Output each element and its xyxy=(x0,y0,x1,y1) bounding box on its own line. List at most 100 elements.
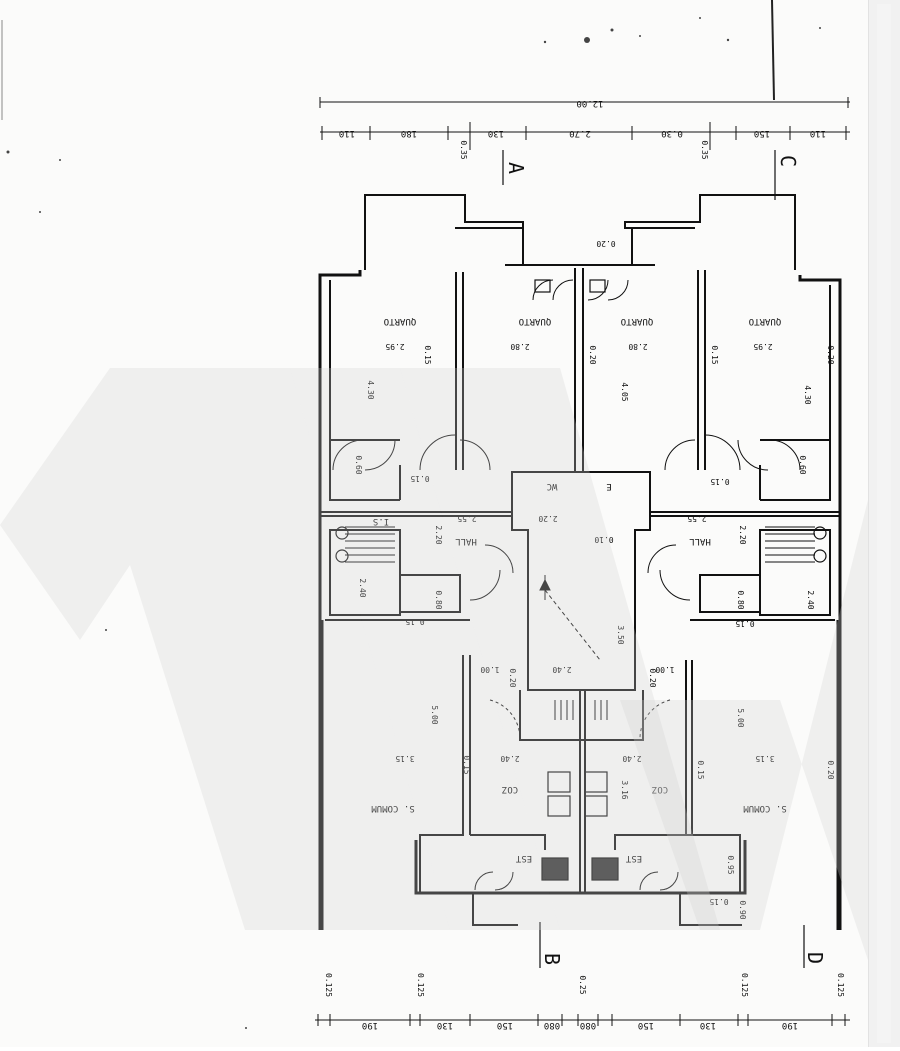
dim-q1-width: 2.95 xyxy=(385,342,404,351)
room-label-elev: E xyxy=(606,481,611,491)
dim-wall: 0.20 xyxy=(588,345,597,364)
dim-sala-right-d: 5.00 xyxy=(736,708,745,727)
dim-wall: 0.15 xyxy=(709,897,728,906)
bottom-dimension-lines xyxy=(315,1014,850,1026)
room-label-cozinha-right: COZ xyxy=(651,784,668,794)
dim-label: 0.125 xyxy=(836,973,845,997)
dim-wall: 0.20 xyxy=(648,668,657,687)
dim-hall-w-left: 2.20 xyxy=(434,525,443,544)
dim-label: 0.35 xyxy=(700,140,709,159)
dim-wall: 0.15 xyxy=(710,477,729,486)
dim-wall: 0.15 xyxy=(462,755,471,774)
section-marker-c: C xyxy=(774,150,800,200)
room-label-sala-right: S. COMUM xyxy=(743,803,787,813)
dim-q3-width: 2.80 xyxy=(628,342,647,351)
dim-door-right: 1.00 xyxy=(655,665,674,674)
top-dimension-lines xyxy=(319,97,850,150)
dim-label: 190 xyxy=(782,1020,798,1030)
dim-label: 2.70 xyxy=(569,128,591,138)
dim-est-right: 0.95 xyxy=(726,855,735,874)
dim-label: 130 xyxy=(437,1020,453,1030)
floor-plan-svg: 12.00 110 180 130 2.70 0.30 150 110 0.35… xyxy=(0,0,868,1030)
room-label-quarto-3: QUARTO xyxy=(621,316,654,326)
dim-label: 150 xyxy=(754,128,770,138)
dim-wall: 0.15 xyxy=(696,760,705,779)
dim-wall: 0.20 xyxy=(826,345,835,364)
section-marker-b: B xyxy=(539,922,564,968)
dim-door-bed-left: 0.60 xyxy=(354,455,363,474)
section-marker-label: D xyxy=(803,952,827,964)
dim-est-balcony: 0.90 xyxy=(738,900,747,919)
dim-q4-width: 2.95 xyxy=(753,342,772,351)
dim-label: 0.25 xyxy=(578,975,587,994)
dim-label: 080 xyxy=(580,1020,596,1030)
room-label-cozinha-left: COZ xyxy=(501,784,518,794)
dim-bath-right: 2.40 xyxy=(806,590,815,609)
top-dimension-labels: 110 180 130 2.70 0.30 150 110 0.35 0.35 xyxy=(339,128,826,160)
dim-hall-right: 2.55 xyxy=(687,514,706,523)
dim-wall: 0.15 xyxy=(405,617,424,626)
dim-label: 130 xyxy=(700,1020,716,1030)
dim-door-left: 1.00 xyxy=(480,665,499,674)
dim-sala-left-w: 3.15 xyxy=(395,754,414,763)
dim-sala-right-w: 3.15 xyxy=(755,754,774,763)
dim-coz-right: 2.40 xyxy=(622,754,641,763)
door-swings xyxy=(332,279,801,891)
dim-stair-len: 3.50 xyxy=(616,625,625,644)
overall-dimension-label: 12.00 xyxy=(576,98,603,108)
dim-label: 180 xyxy=(401,128,417,138)
bottom-dimension-labels: 190 130 150 080 080 150 130 190 0.125 0.… xyxy=(324,973,845,1030)
dim-wall: 0.10 xyxy=(594,535,613,544)
dim-sala-left-d: 5.00 xyxy=(430,705,439,724)
section-marker-d: D xyxy=(803,925,827,968)
room-label-wc: WC xyxy=(547,481,558,491)
room-label-quarto-2: QUARTO xyxy=(519,316,552,326)
dim-label: 190 xyxy=(362,1020,378,1030)
section-marker-label: A xyxy=(504,162,528,174)
section-marker-label: B xyxy=(540,953,564,965)
dim-wall: 0.20 xyxy=(826,760,835,779)
watermark xyxy=(0,368,868,960)
room-label-quarto-1: QUARTO xyxy=(384,316,417,326)
scrollbar-thumb[interactable] xyxy=(877,4,891,1043)
dim-q2-width: 2.80 xyxy=(510,342,529,351)
dim-door-bed-right: 0.60 xyxy=(798,455,807,474)
dim-label: 0.125 xyxy=(416,973,425,997)
dim-closet-left: 0.80 xyxy=(434,590,443,609)
dim-label: 110 xyxy=(810,128,826,138)
dim-hall-w-right: 2.20 xyxy=(738,525,747,544)
dim-bath-left: 2.40 xyxy=(358,578,367,597)
dim-q3-depth: 4.05 xyxy=(620,382,629,401)
dim-stair-w: 2.40 xyxy=(552,665,571,674)
dim-coz-left: 2.40 xyxy=(500,754,519,763)
dim-label: 150 xyxy=(497,1020,513,1030)
room-label-hall-right: HALL xyxy=(689,536,711,546)
section-marker-label: C xyxy=(776,155,800,167)
room-label-est-right: EST xyxy=(625,853,642,863)
vertical-scrollbar[interactable] xyxy=(868,0,900,1047)
dim-label: 080 xyxy=(544,1020,560,1030)
scan-edge-line xyxy=(771,0,775,101)
dim-wall: 0.15 xyxy=(410,474,429,483)
dim-label: 130 xyxy=(488,128,504,138)
dim-wall: 0.15 xyxy=(423,345,432,364)
dim-closet-right: 0.80 xyxy=(736,590,745,609)
section-marker-a: A xyxy=(502,150,528,185)
dim-wall: 0.15 xyxy=(735,619,754,628)
stair-hatching xyxy=(345,526,815,720)
room-label-is: I.S xyxy=(373,516,389,526)
dim-label: 0.30 xyxy=(661,128,683,138)
dim-label: 0.125 xyxy=(740,973,749,997)
dim-label: 110 xyxy=(339,128,355,138)
room-labels: QUARTO QUARTO QUARTO QUARTO HALL HALL S.… xyxy=(371,316,787,863)
dim-q4-depth: 4.30 xyxy=(803,385,812,404)
dim-coz-depth: 3.16 xyxy=(620,780,629,799)
room-dimension-labels: 2.95 4.30 2.80 2.80 4.05 2.95 4.30 2.55 … xyxy=(354,239,835,920)
scan-noise xyxy=(6,17,821,1029)
room-label-est-left: EST xyxy=(515,853,532,863)
room-label-sala-left: S. COMUM xyxy=(371,803,415,813)
fixtures xyxy=(335,279,827,881)
dim-wall: 0.15 xyxy=(710,345,719,364)
dim-label: 150 xyxy=(638,1020,654,1030)
dim-hall-left: 2.55 xyxy=(457,514,476,523)
